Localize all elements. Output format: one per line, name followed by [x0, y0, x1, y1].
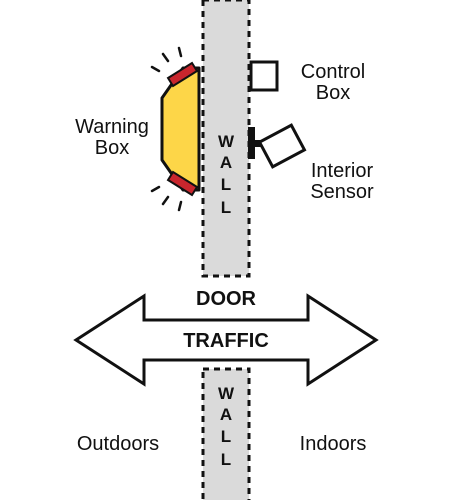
- warning-label-line1: Warning: [75, 116, 149, 138]
- wall-upper-letter-a: A: [220, 153, 232, 172]
- flash-rays-top: [150, 46, 183, 73]
- sensor-head: [257, 123, 307, 169]
- control-label-line1: Control: [301, 61, 365, 83]
- door-label: DOOR: [196, 288, 257, 310]
- warning-light-bottom: [166, 170, 199, 197]
- interior-sensor: [248, 123, 307, 169]
- sensor-mount-plate: [248, 127, 255, 159]
- sensor-label-line2: Sensor: [310, 181, 374, 203]
- sensor-label-line1: Interior: [311, 160, 374, 182]
- control-box: [249, 60, 279, 92]
- indoors-label: Indoors: [300, 433, 367, 455]
- warning-box: [150, 46, 201, 212]
- warning-label-line2: Box: [95, 137, 129, 159]
- wall-upper-letter-l2: L: [221, 198, 231, 217]
- wall-lower-letter-l1: L: [221, 427, 231, 446]
- traffic-arrow: [73, 293, 379, 387]
- wall-upper: [201, 0, 251, 278]
- wall-upper-letter-l1: L: [221, 175, 231, 194]
- wall-lower-letter-a: A: [220, 405, 232, 424]
- wall-upper-letter-w: W: [218, 132, 235, 151]
- traffic-label: TRAFFIC: [183, 330, 269, 352]
- flash-rays-bottom: [150, 185, 183, 212]
- outdoors-label: Outdoors: [77, 433, 159, 455]
- wall-lower: [201, 367, 251, 500]
- wall-lower-letter-w: W: [218, 384, 235, 403]
- wall-lower-letter-l2: L: [221, 450, 231, 469]
- warning-light-top: [166, 61, 199, 88]
- control-label-line2: Box: [316, 82, 350, 104]
